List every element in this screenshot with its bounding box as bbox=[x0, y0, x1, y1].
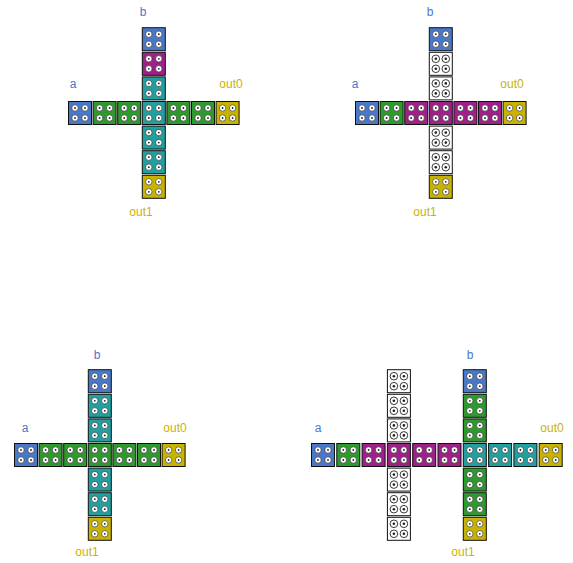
tile bbox=[64, 444, 87, 467]
tile bbox=[429, 28, 452, 51]
tile bbox=[380, 102, 403, 125]
tile bbox=[413, 444, 436, 467]
tile bbox=[337, 444, 360, 467]
tile bbox=[142, 175, 165, 198]
tile bbox=[429, 151, 452, 174]
tile bbox=[88, 370, 111, 393]
tile bbox=[514, 444, 537, 467]
signal-label: out0 bbox=[163, 421, 186, 435]
tile bbox=[88, 394, 111, 417]
signal-label: out1 bbox=[451, 545, 474, 559]
tile bbox=[93, 102, 116, 125]
tile bbox=[429, 175, 452, 198]
tile bbox=[387, 370, 410, 393]
tile bbox=[192, 102, 215, 125]
tile bbox=[454, 102, 477, 125]
signal-label: b bbox=[427, 5, 434, 19]
tile bbox=[15, 444, 38, 467]
tile bbox=[387, 493, 410, 516]
tile bbox=[429, 102, 452, 125]
tile bbox=[463, 419, 486, 442]
signal-label: out1 bbox=[75, 545, 98, 559]
tile bbox=[142, 52, 165, 75]
tile bbox=[463, 370, 486, 393]
tile bbox=[387, 394, 410, 417]
signal-label: a bbox=[352, 77, 359, 91]
tile bbox=[142, 77, 165, 100]
tile bbox=[429, 52, 452, 75]
tile bbox=[113, 444, 136, 467]
tile bbox=[312, 444, 335, 467]
tile bbox=[503, 102, 526, 125]
tile bbox=[88, 517, 111, 540]
tile bbox=[387, 444, 410, 467]
signal-label: out1 bbox=[413, 205, 436, 219]
signal-label: out0 bbox=[500, 77, 523, 91]
tile bbox=[463, 444, 486, 467]
tile bbox=[463, 493, 486, 516]
tile bbox=[463, 517, 486, 540]
tile bbox=[88, 444, 111, 467]
tile bbox=[88, 419, 111, 442]
tile bbox=[88, 493, 111, 516]
signal-label: out1 bbox=[129, 205, 152, 219]
tile bbox=[356, 102, 379, 125]
tile bbox=[142, 102, 165, 125]
tile bbox=[438, 444, 461, 467]
signal-label: out0 bbox=[219, 77, 242, 91]
tile bbox=[118, 102, 141, 125]
tile bbox=[162, 444, 185, 467]
tile bbox=[216, 102, 239, 125]
tile bbox=[88, 468, 111, 491]
signal-label: a bbox=[70, 77, 77, 91]
signal-label: out0 bbox=[540, 421, 563, 435]
signal-label: a bbox=[315, 421, 322, 435]
tile bbox=[463, 468, 486, 491]
tile bbox=[429, 126, 452, 149]
tile bbox=[479, 102, 502, 125]
tile bbox=[387, 468, 410, 491]
tile bbox=[387, 419, 410, 442]
signal-label: b bbox=[140, 5, 147, 19]
tile bbox=[142, 28, 165, 51]
tile bbox=[387, 517, 410, 540]
tile bbox=[69, 102, 92, 125]
signal-label: b bbox=[467, 348, 474, 362]
tile bbox=[489, 444, 512, 467]
signal-label: b bbox=[94, 348, 101, 362]
tile bbox=[463, 394, 486, 417]
tile bbox=[138, 444, 161, 467]
tile bbox=[39, 444, 62, 467]
tile bbox=[167, 102, 190, 125]
tile bbox=[362, 444, 385, 467]
tile bbox=[429, 77, 452, 100]
tile bbox=[539, 444, 562, 467]
tile bbox=[405, 102, 428, 125]
tile bbox=[142, 151, 165, 174]
signal-label: a bbox=[22, 421, 29, 435]
tile bbox=[142, 126, 165, 149]
